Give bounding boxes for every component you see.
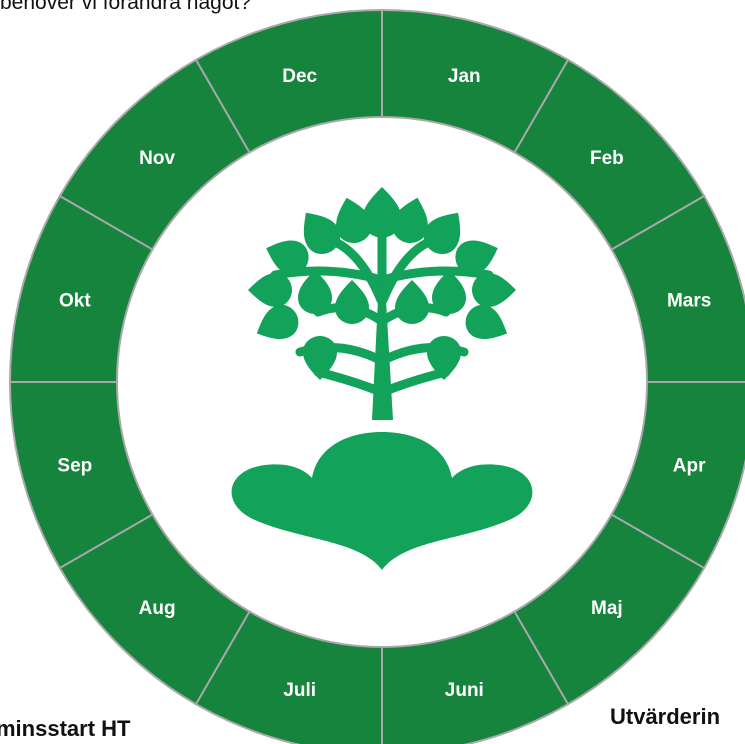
wheel-divider-line bbox=[195, 59, 251, 154]
wheel-dividers bbox=[10, 10, 745, 744]
month-label-apr: Apr bbox=[673, 455, 706, 476]
tree-leaf-shape bbox=[432, 270, 466, 314]
tree-leaf-shape bbox=[465, 304, 508, 340]
bottom-right-caption: Utvärderin bbox=[610, 704, 721, 729]
wheel-divider-line bbox=[513, 610, 569, 705]
month-label-okt: Okt bbox=[59, 291, 91, 312]
wheel-divider-line bbox=[610, 513, 705, 569]
tree-leaf-shape bbox=[423, 212, 461, 254]
tree-leaf-shape bbox=[472, 273, 516, 307]
tree-leaf-shape bbox=[362, 187, 402, 238]
month-label-jan: Jan bbox=[448, 66, 481, 87]
tree-leaf-shape bbox=[395, 280, 429, 324]
month-label-feb: Feb bbox=[590, 148, 624, 169]
tree-leaf-shape bbox=[335, 280, 369, 324]
wheel-divider-line bbox=[195, 610, 251, 705]
tree-leaf-shape bbox=[266, 240, 309, 275]
tree-leaf-shape bbox=[336, 197, 372, 243]
tree-leaf-shape bbox=[248, 273, 292, 307]
month-label-maj: Maj bbox=[591, 598, 623, 619]
tree-leaf-shape bbox=[303, 212, 341, 254]
tree-leaf-shape bbox=[392, 197, 428, 243]
tree-leaf-shape bbox=[256, 304, 299, 340]
month-label-juni: Juni bbox=[445, 680, 484, 701]
tree-leaf-shape bbox=[298, 270, 332, 314]
wheel-divider-line bbox=[513, 59, 569, 154]
tree-logo-icon bbox=[231, 187, 533, 570]
tree-leaf-shape bbox=[455, 240, 498, 275]
month-label-sep: Sep bbox=[57, 455, 92, 476]
wheel-divider-line bbox=[610, 195, 705, 251]
month-label-dec: Dec bbox=[282, 66, 317, 87]
wheel-divider-line bbox=[59, 195, 154, 251]
month-label-aug: Aug bbox=[139, 598, 176, 619]
tree-leaf-shape bbox=[427, 336, 461, 380]
bottom-left-caption: minsstart HT bbox=[0, 716, 131, 741]
month-label-nov: Nov bbox=[139, 148, 175, 169]
header-question-text: behöver vi förändra något? bbox=[0, 0, 252, 14]
month-label-mars: Mars bbox=[667, 291, 711, 312]
wheel-divider-line bbox=[59, 513, 154, 569]
month-label-juli: Juli bbox=[283, 680, 316, 701]
tree-leaf-shape bbox=[303, 336, 337, 380]
